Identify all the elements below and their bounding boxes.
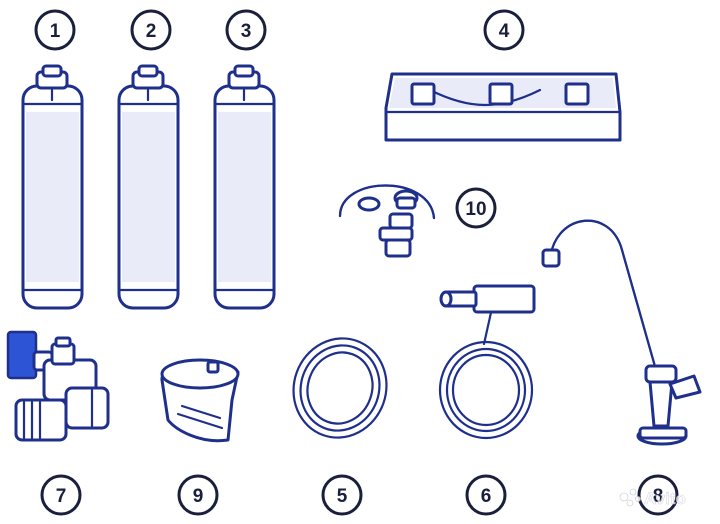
filter-cartridge-1	[21, 64, 84, 310]
filter-cartridge-2	[117, 64, 180, 310]
watermark-logo: Avito	[619, 488, 686, 508]
label-10: 10	[455, 187, 497, 229]
label-4: 4	[483, 9, 525, 51]
label-5-text: 5	[337, 486, 348, 507]
label-9: 9	[177, 474, 219, 516]
faucet	[541, 219, 702, 446]
label-6-text: 6	[481, 486, 492, 507]
small-fittings	[338, 184, 436, 258]
label-6: 6	[465, 474, 507, 516]
label-9-text: 9	[193, 486, 204, 507]
label-10-text: 10	[465, 199, 486, 220]
feed-valve	[6, 330, 110, 442]
label-5: 5	[321, 474, 363, 516]
tube-coil	[292, 337, 388, 439]
label-8: 8	[637, 474, 679, 516]
label-7: 7	[40, 474, 82, 516]
label-2-text: 2	[146, 21, 157, 42]
filter-cartridge-3	[213, 64, 276, 310]
label-1-text: 1	[50, 21, 61, 42]
label-3-text: 3	[241, 21, 252, 42]
label-8-text: 8	[653, 486, 664, 507]
label-3: 3	[225, 9, 267, 51]
mounting-bracket	[384, 72, 622, 142]
tube-coil-with-adapter	[438, 284, 536, 440]
label-2: 2	[130, 9, 172, 51]
label-4-text: 4	[499, 21, 510, 42]
label-1: 1	[34, 9, 76, 51]
watermark-text: Avito	[644, 489, 686, 508]
drain-clamp	[160, 358, 240, 443]
label-7-text: 7	[56, 486, 67, 507]
